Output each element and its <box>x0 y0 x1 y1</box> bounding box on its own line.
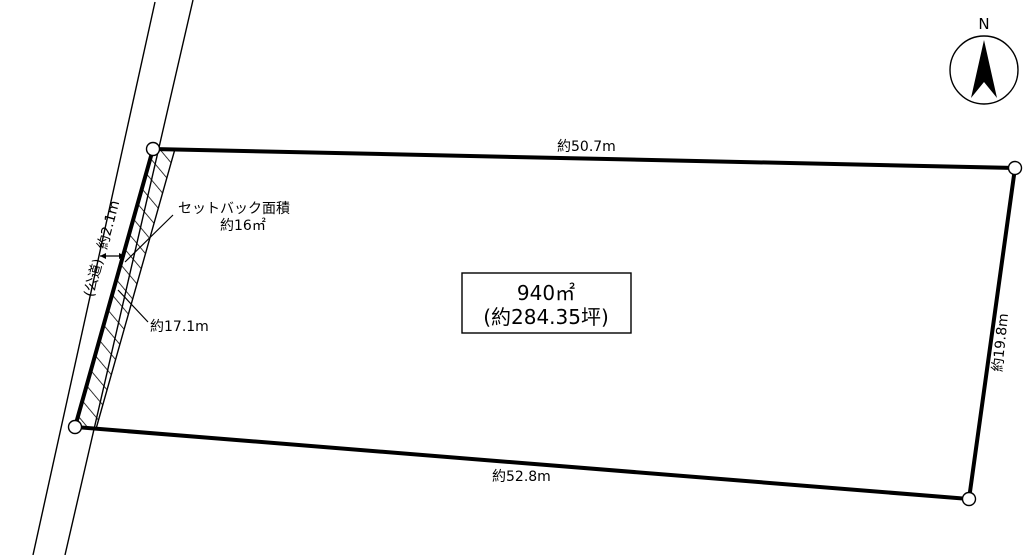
compass-n-label: N <box>978 15 989 33</box>
road-width-arrow <box>100 253 125 259</box>
top-boundary-length: 約50.7m <box>557 139 616 155</box>
area-tsubo: (約284.35坪) <box>483 305 609 329</box>
setback-title: セットバック面積 <box>178 201 290 217</box>
road-width-label: 約2.1m <box>95 199 123 251</box>
north-arrow-icon <box>971 40 997 98</box>
corner-marker-top-left <box>145 141 161 157</box>
corner-marker-top-right <box>1007 160 1023 176</box>
setback-length-label: 約17.1m <box>150 319 209 335</box>
right-boundary-length: 約19.8m <box>990 313 1012 373</box>
road-label: (公道) <box>81 257 107 299</box>
setback-length-leader <box>117 289 149 323</box>
setback-area-label: 約16㎡ <box>220 218 266 234</box>
setback-area-leader <box>124 214 174 263</box>
area-m2: 940㎡ <box>517 281 575 305</box>
corner-marker-bottom-left <box>67 419 83 435</box>
road-edge-left <box>32 1 156 555</box>
corner-marker-bottom-right <box>961 491 977 507</box>
area-box <box>461 272 632 334</box>
north-compass: N <box>949 15 1019 105</box>
bottom-boundary-length: 約52.8m <box>492 469 551 485</box>
